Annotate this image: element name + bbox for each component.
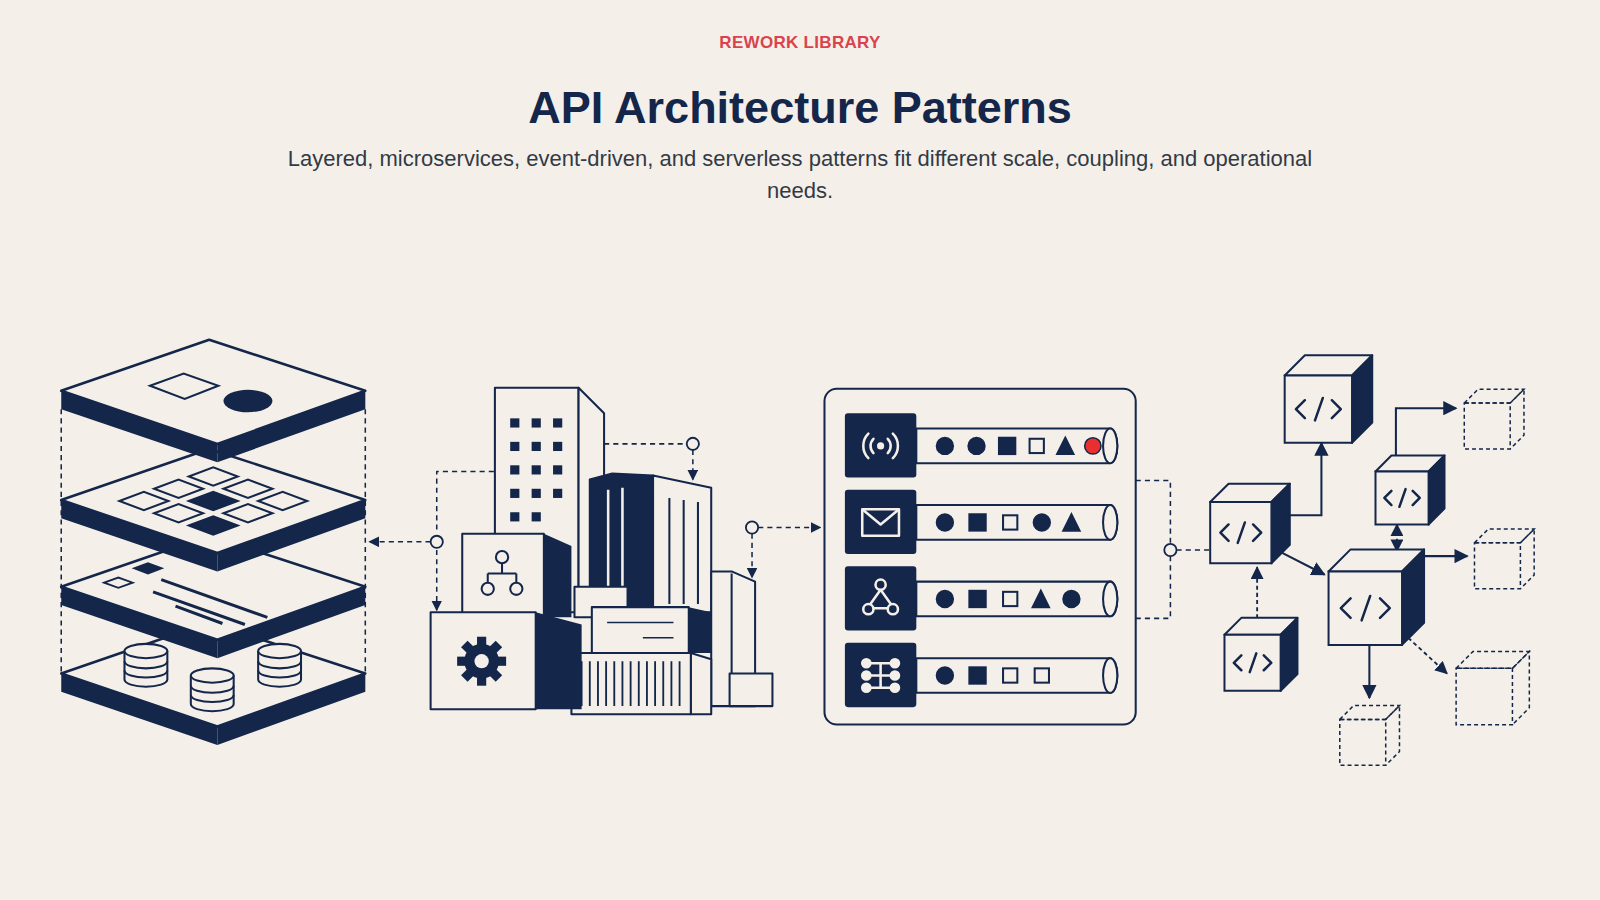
service-box xyxy=(462,534,544,618)
container-box xyxy=(571,653,690,714)
logic-line xyxy=(153,580,267,625)
function-cube xyxy=(1329,549,1425,645)
module-box xyxy=(592,607,689,653)
grid-cell xyxy=(189,516,238,534)
grid-cell xyxy=(119,492,168,510)
junction-dot xyxy=(431,438,759,548)
grid-cell xyxy=(154,480,203,498)
event-token xyxy=(937,438,1101,684)
channel-icon-tile xyxy=(845,413,916,707)
graph-icon xyxy=(863,580,898,615)
invoke-arrow xyxy=(1272,408,1467,698)
broadcast-icon xyxy=(863,434,898,458)
database-cylinder xyxy=(191,668,234,711)
grid-cell xyxy=(154,504,203,522)
function-cube xyxy=(1224,618,1297,691)
grid-cell xyxy=(223,480,272,498)
small-box xyxy=(730,673,773,706)
box-side xyxy=(536,612,582,709)
building-stripe xyxy=(669,498,698,604)
kicker-label: REWORK LIBRARY xyxy=(500,33,1100,53)
org-chart-icon xyxy=(482,551,523,595)
gear-icon xyxy=(457,637,506,686)
service-layer-plate xyxy=(61,449,365,571)
grid-cell xyxy=(189,467,238,485)
database-cylinder xyxy=(258,644,301,687)
box-line xyxy=(607,622,673,637)
service-box xyxy=(431,612,536,709)
grid-cell xyxy=(223,504,272,522)
container-side xyxy=(691,653,711,714)
box-side xyxy=(689,607,711,653)
junction-dot xyxy=(1164,544,1176,556)
logic-block xyxy=(104,578,133,588)
ui-shape xyxy=(223,390,272,412)
dashed-wire xyxy=(369,444,820,610)
idle-function-cube xyxy=(1340,706,1400,766)
layered-stack xyxy=(61,340,365,745)
function-cube xyxy=(1210,484,1290,564)
idle-function-cube xyxy=(1464,389,1524,449)
ui-layer-plate xyxy=(61,340,365,462)
stream-icon xyxy=(862,659,899,692)
idle-function-cube xyxy=(1456,651,1529,724)
light-building xyxy=(653,476,711,613)
event-queue-tube xyxy=(916,429,1117,693)
panel-frame xyxy=(824,389,1135,725)
window-grid xyxy=(510,418,562,521)
envelope-icon xyxy=(862,509,899,536)
grid-cell xyxy=(258,492,307,510)
box-side xyxy=(544,534,572,618)
container-ridge xyxy=(582,661,680,706)
microservices-city xyxy=(369,388,820,715)
bracket-wire xyxy=(1136,481,1210,619)
idle-function-cube xyxy=(1474,529,1534,589)
serverless-cluster xyxy=(1210,355,1534,765)
function-cube xyxy=(1285,355,1373,443)
page-title: API Architecture Patterns xyxy=(300,80,1300,136)
page-caption: Layered, microservices, event-driven, an… xyxy=(270,143,1330,207)
grid-cell xyxy=(189,492,238,510)
ui-shape xyxy=(150,373,218,399)
database-cylinder xyxy=(124,644,167,687)
event-panel xyxy=(824,389,1210,725)
function-cube xyxy=(1375,456,1444,525)
logic-block xyxy=(132,562,165,574)
